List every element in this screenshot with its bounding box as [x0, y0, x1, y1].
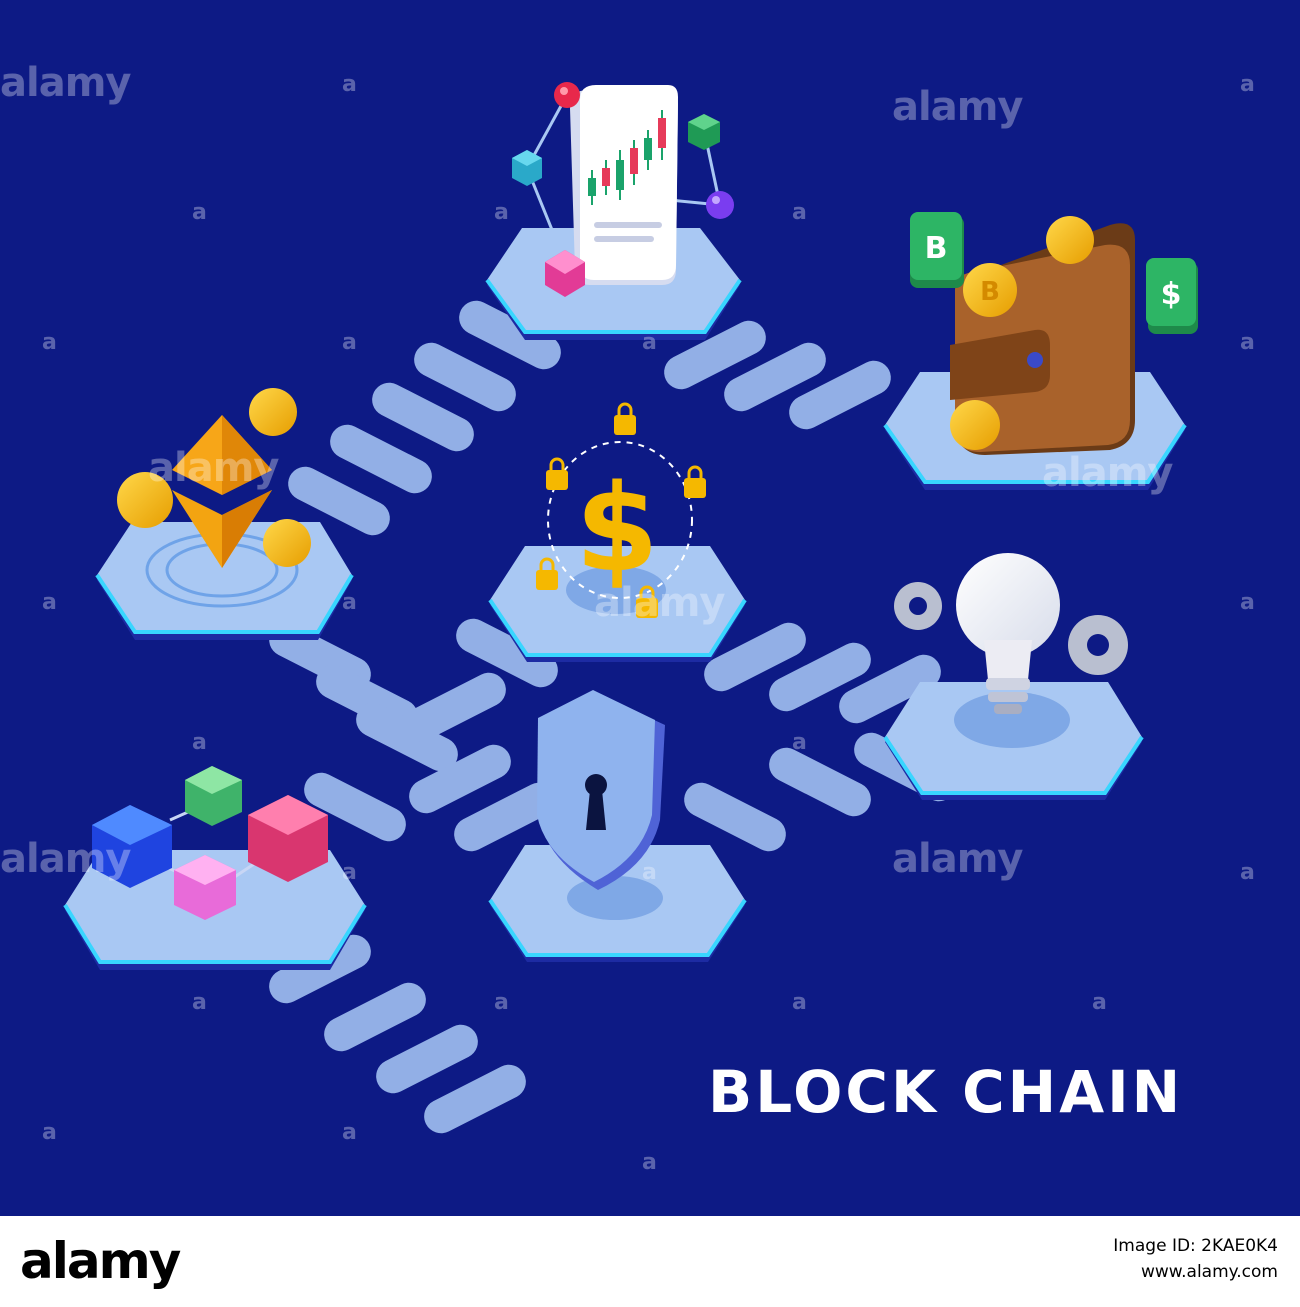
bitcoin-badge-text: B [925, 231, 948, 266]
page-title: BLOCK CHAIN [708, 1058, 1184, 1126]
lightbulb-icon [956, 553, 1060, 714]
shield-lock-icon [537, 690, 665, 890]
platform-shield [488, 845, 747, 962]
blocks-icon [92, 766, 328, 920]
isometric-scene: B B $ $ [63, 82, 1198, 1134]
alamy-logo: alamy [20, 1232, 181, 1290]
coin-b-text: B [980, 277, 1000, 307]
dollar-badge: $ [1146, 258, 1198, 334]
dollar-badge-text: $ [1161, 277, 1182, 312]
candlestick-chart-icon [512, 82, 734, 297]
dollar-lock-icon: $ [536, 402, 706, 618]
site-url: www.alamy.com [1140, 1262, 1278, 1282]
gear-icon [894, 582, 1128, 675]
footer-bar [0, 1216, 1300, 1307]
ethereum-icon [117, 388, 311, 568]
dollar-sign-text: $ [575, 460, 659, 599]
bitcoin-badge: B [910, 212, 964, 288]
wallet-icon: B [950, 216, 1135, 455]
blockchain-illustration: B B $ $ [0, 0, 1300, 1216]
image-id: Image ID: 2KAE0K4 [1113, 1236, 1278, 1256]
platform-bulb [883, 682, 1144, 800]
